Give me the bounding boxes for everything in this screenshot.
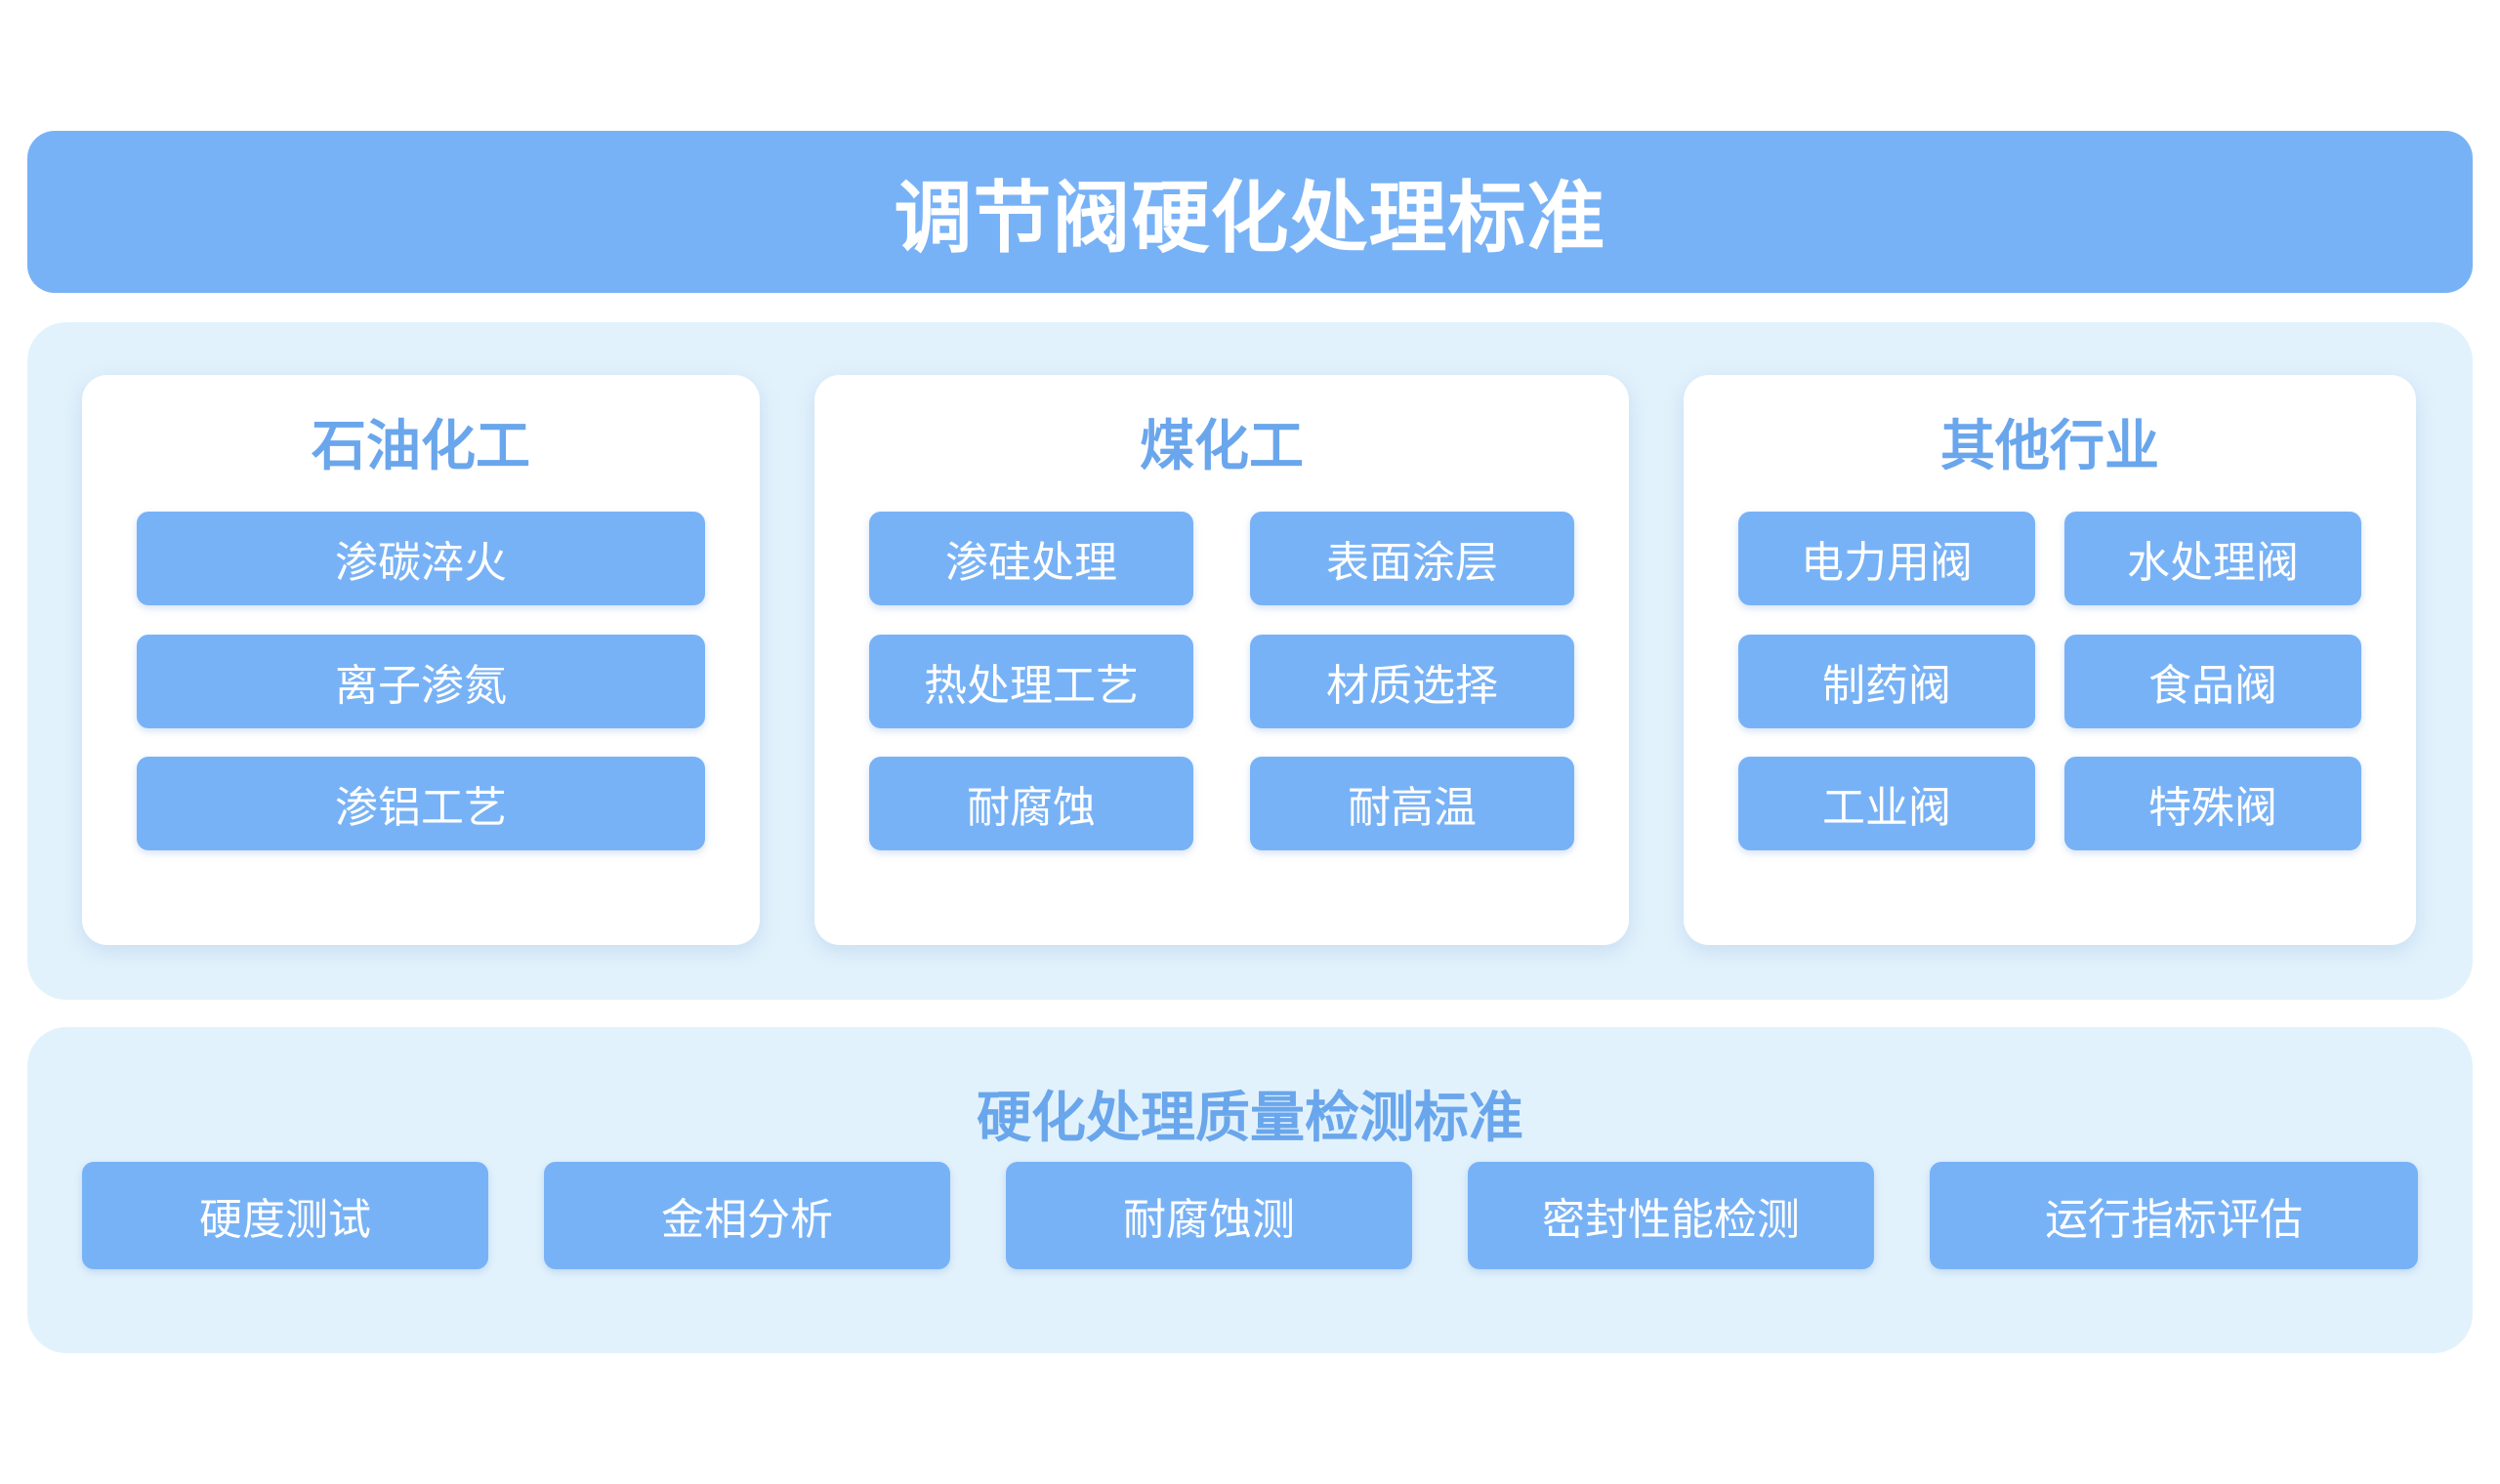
- category-item[interactable]: 表面涂层: [1250, 512, 1574, 605]
- category-item[interactable]: 制药阀: [1738, 635, 2035, 728]
- category-item[interactable]: 耐高温: [1250, 757, 1574, 850]
- category-card-coal-chemical: 煤化工 渗硅处理 表面涂层 热处理工艺 材质选择 耐腐蚀 耐高温: [814, 375, 1629, 945]
- category-title: 石油化工: [312, 415, 530, 478]
- category-title: 其他行业: [1940, 415, 2159, 478]
- category-item[interactable]: 工业阀: [1738, 757, 2035, 850]
- category-card-other-industries: 其他行业 电力用阀 水处理阀 制药阀 食品阀 工业阀 特殊阀: [1684, 375, 2416, 945]
- quality-standards-panel: 硬化处理质量检测标准 硬度测试 金相分析 耐腐蚀测 密封性能检测 运行指标评估: [27, 1027, 2473, 1353]
- page-title: 调节阀硬化处理标准: [894, 173, 1606, 264]
- quality-item[interactable]: 耐腐蚀测: [1006, 1162, 1412, 1269]
- category-item[interactable]: 渗硅处理: [869, 512, 1193, 605]
- category-item[interactable]: 食品阀: [2064, 635, 2361, 728]
- category-card-petrochemical: 石油化工 渗碳淬火 离子渗氮 渗铝工艺: [82, 375, 760, 945]
- quality-item[interactable]: 金相分析: [544, 1162, 950, 1269]
- category-item[interactable]: 热处理工艺: [869, 635, 1193, 728]
- category-item[interactable]: 离子渗氮: [137, 635, 705, 728]
- industry-categories-panel: 石油化工 渗碳淬火 离子渗氮 渗铝工艺 煤化工 渗硅处理 表面涂层 热处理工艺 …: [27, 322, 2473, 1000]
- category-item[interactable]: 耐腐蚀: [869, 757, 1193, 850]
- quality-item[interactable]: 密封性能检测: [1468, 1162, 1874, 1269]
- quality-title: 硬化处理质量检测标准: [977, 1087, 1523, 1150]
- category-item[interactable]: 电力用阀: [1738, 512, 2035, 605]
- quality-item[interactable]: 运行指标评估: [1930, 1162, 2418, 1269]
- category-item[interactable]: 特殊阀: [2064, 757, 2361, 850]
- main-title-banner: 调节阀硬化处理标准: [27, 131, 2473, 293]
- category-item[interactable]: 水处理阀: [2064, 512, 2361, 605]
- category-item[interactable]: 渗碳淬火: [137, 512, 705, 605]
- category-item[interactable]: 渗铝工艺: [137, 757, 705, 850]
- category-item[interactable]: 材质选择: [1250, 635, 1574, 728]
- category-title: 煤化工: [1140, 415, 1304, 478]
- quality-item[interactable]: 硬度测试: [82, 1162, 488, 1269]
